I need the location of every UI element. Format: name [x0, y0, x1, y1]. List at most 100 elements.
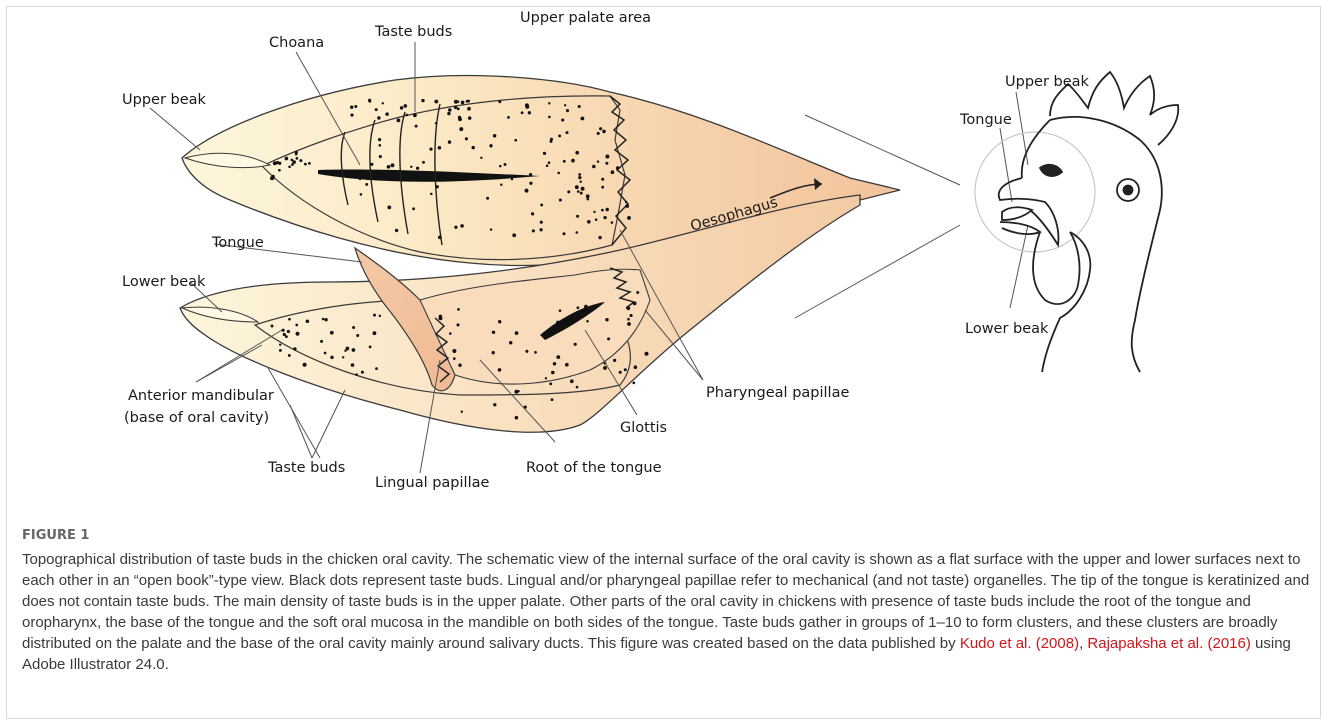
- taste-bud-dot: [279, 349, 282, 352]
- taste-bud-dot: [576, 215, 579, 218]
- figure-illustration: Upper beak Choana Taste buds Upper palat…: [0, 0, 1329, 500]
- taste-bud-dot: [504, 163, 507, 166]
- taste-bud-dot: [454, 100, 458, 104]
- taste-bud-dot: [578, 105, 581, 108]
- taste-bud-dot: [429, 147, 432, 150]
- taste-bud-dot: [330, 331, 334, 335]
- taste-bud-dot: [603, 216, 606, 219]
- taste-bud-dot: [422, 161, 425, 164]
- taste-bud-dot: [306, 320, 310, 324]
- reference-link-rajapaksha[interactable]: Rajapaksha et al. (2016): [1087, 635, 1250, 652]
- taste-bud-dot: [587, 220, 591, 224]
- taste-bud-dot: [295, 153, 298, 156]
- taste-bud-dot: [413, 113, 417, 117]
- taste-bud-dot: [517, 390, 519, 392]
- taste-bud-dot: [295, 324, 298, 327]
- taste-bud-dot: [288, 166, 291, 169]
- taste-bud-dot: [492, 331, 495, 334]
- taste-bud-dot: [627, 216, 631, 220]
- taste-bud-dot: [561, 118, 564, 121]
- taste-bud-dot: [287, 330, 290, 333]
- taste-bud-dot: [564, 104, 566, 106]
- taste-bud-dot: [324, 352, 327, 355]
- taste-bud-dot: [448, 140, 451, 143]
- taste-bud-dot: [570, 379, 574, 383]
- taste-bud-dot: [605, 318, 608, 321]
- taste-bud-dot: [350, 106, 353, 109]
- taste-bud-dot: [438, 146, 442, 150]
- label-taste-buds-bottom: Taste buds: [267, 460, 345, 476]
- taste-bud-dot: [511, 178, 514, 181]
- taste-bud-dot: [548, 102, 550, 104]
- taste-bud-dot: [553, 362, 557, 366]
- taste-bud-dot: [456, 323, 459, 326]
- taste-bud-dot: [548, 161, 551, 164]
- taste-bud-dot: [551, 398, 554, 401]
- taste-bud-dot: [454, 106, 457, 109]
- taste-bud-dot: [512, 233, 516, 237]
- taste-bud-dot: [452, 349, 456, 353]
- taste-bud-dot: [352, 348, 356, 352]
- taste-bud-dot: [354, 105, 357, 108]
- taste-bud-dot: [625, 201, 627, 203]
- taste-bud-dot: [509, 341, 512, 344]
- taste-bud-dot: [636, 291, 639, 294]
- taste-bud-dot: [379, 315, 381, 317]
- taste-bud-dot: [571, 159, 575, 163]
- taste-bud-dot: [581, 117, 585, 121]
- taste-bud-dot: [436, 185, 439, 188]
- taste-bud-dot: [416, 167, 419, 170]
- taste-bud-dot: [303, 363, 307, 367]
- taste-bud-dot: [624, 368, 627, 371]
- taste-bud-dot: [613, 359, 616, 362]
- taste-bud-dot: [360, 193, 363, 196]
- taste-bud-dot: [550, 138, 553, 141]
- figure-label: FIGURE 1: [22, 528, 1312, 543]
- taste-bud-dot: [605, 162, 608, 165]
- taste-bud-dot: [421, 99, 424, 102]
- taste-bud-dot: [278, 169, 281, 172]
- label-lingual-papillae: Lingual papillae: [375, 475, 489, 491]
- taste-bud-dot: [599, 127, 602, 130]
- taste-bud-dot: [515, 416, 519, 420]
- taste-bud-dot: [489, 144, 492, 147]
- taste-bud-dot: [458, 117, 462, 121]
- taste-bud-dot: [412, 207, 415, 210]
- taste-bud-dot: [565, 131, 568, 134]
- taste-bud-dot: [584, 305, 588, 309]
- taste-bud-dot: [539, 228, 542, 231]
- taste-bud-dot: [493, 134, 497, 138]
- taste-bud-dot: [553, 327, 556, 330]
- taste-bud-dot: [627, 318, 630, 321]
- taste-bud-dot: [633, 302, 637, 306]
- taste-bud-dot: [449, 332, 452, 335]
- taste-bud-dot: [296, 332, 300, 336]
- taste-bud-dot: [531, 212, 534, 215]
- label-choana: Choana: [269, 35, 324, 51]
- taste-bud-dot: [447, 112, 450, 115]
- taste-bud-dot: [480, 157, 482, 159]
- taste-bud-dot: [271, 325, 274, 328]
- taste-bud-dot: [525, 189, 529, 193]
- taste-bud-dot: [296, 157, 299, 160]
- reference-link-kudo[interactable]: Kudo et al. (2008): [960, 635, 1079, 652]
- taste-bud-dot: [570, 316, 573, 319]
- label-upper-palate-area: Upper palate area: [520, 10, 651, 26]
- taste-bud-dot: [534, 351, 537, 354]
- taste-bud-dot: [514, 139, 517, 142]
- caption-separator: ,: [1079, 635, 1083, 652]
- taste-bud-dot: [556, 321, 559, 324]
- label-tongue: Tongue: [211, 235, 264, 251]
- taste-bud-dot: [461, 410, 463, 412]
- taste-bud-dot: [285, 157, 289, 161]
- taste-bud-dot: [557, 172, 560, 175]
- taste-bud-dot: [342, 356, 344, 358]
- taste-bud-dot: [601, 178, 604, 181]
- taste-bud-dot: [566, 109, 569, 112]
- taste-bud-dot: [577, 312, 580, 315]
- caption-text: Topographical distribution of taste buds…: [22, 549, 1312, 675]
- label-root-of-tongue: Root of the tongue: [526, 460, 662, 476]
- taste-bud-dot: [461, 101, 465, 105]
- label-anterior-mandibular: Anterior mandibular: [128, 388, 274, 404]
- taste-bud-dot: [460, 224, 464, 228]
